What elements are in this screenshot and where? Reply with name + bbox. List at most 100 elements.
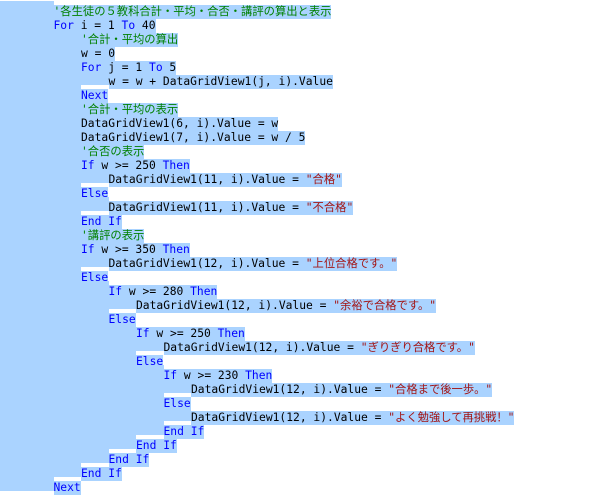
keyword-token: If (81, 243, 95, 256)
code-text: DataGridView1(12, i).Value = "上位合格です。" (108, 257, 398, 271)
string-token: "上位合格です。" (305, 257, 398, 270)
indent-selection (0, 71, 109, 85)
code-line[interactable]: DataGridView1(12, i).Value = "よく勉強して再挑戦！… (0, 407, 515, 425)
code-line[interactable]: Else (0, 351, 164, 369)
keyword-token: To (149, 61, 163, 74)
indent-selection (0, 211, 81, 225)
keyword-token: End If (81, 467, 122, 480)
keyword-token: Else (81, 187, 109, 200)
code-line[interactable]: DataGridView1(11, i).Value = "合格" (0, 169, 342, 187)
code-text: End If (136, 439, 177, 453)
code-token: DataGridView1(12, i).Value = (136, 299, 334, 312)
indent-selection (0, 29, 81, 43)
keyword-token: End If (81, 215, 122, 228)
indent-selection (0, 463, 81, 477)
keyword-token: Else (81, 271, 109, 284)
indent-selection (0, 113, 81, 127)
indent-selection (0, 169, 109, 183)
comment-token: '各生徒の５教科合計・平均・合否・講評の算出と表示 (53, 5, 332, 18)
code-line[interactable]: DataGridView1(12, i).Value = "ぎりぎり合格です。" (0, 337, 475, 355)
code-line[interactable]: End If (0, 435, 177, 453)
code-text: End If (81, 467, 122, 481)
indent-selection (0, 43, 81, 57)
code-line[interactable]: Next (0, 477, 81, 495)
code-line[interactable]: DataGridView1(6, i).Value = w (0, 113, 279, 131)
code-line[interactable]: DataGridView1(12, i).Value = "上位合格です。" (0, 253, 398, 271)
code-line[interactable]: Else (0, 183, 109, 201)
code-line[interactable]: Next (0, 85, 109, 103)
code-token: j = 1 (101, 61, 150, 74)
code-line[interactable]: '合計・平均の算出 (0, 29, 179, 47)
code-line[interactable]: DataGridView1(12, i).Value = "余裕で合格です。" (0, 295, 437, 313)
keyword-token: If (108, 285, 123, 298)
indent-selection (0, 99, 81, 113)
indent-selection (0, 421, 164, 435)
indent-selection (0, 183, 81, 197)
code-token: 40 (135, 19, 156, 32)
code-text: End If (108, 453, 150, 467)
code-line[interactable]: For i = 1 To 40 (0, 15, 156, 33)
code-line[interactable]: End If (0, 449, 150, 467)
code-line[interactable]: Else (0, 267, 109, 285)
indent-selection (0, 323, 136, 337)
code-line[interactable]: If w >= 350 Then (0, 239, 190, 257)
indent-selection (0, 477, 54, 491)
code-line[interactable]: If w >= 230 Then (0, 365, 273, 383)
code-line[interactable]: For j = 1 To 5 (0, 57, 177, 75)
indent-selection (0, 365, 164, 379)
code-text: '合計・平均の表示 (81, 103, 179, 117)
keyword-token: If (81, 159, 95, 172)
code-token: DataGridView1(12, i).Value = (163, 341, 361, 354)
indent-selection (0, 197, 109, 211)
keyword-token: To (121, 19, 136, 32)
code-line[interactable]: '合否の表示 (0, 141, 145, 159)
code-token: w >= 250 (94, 159, 163, 172)
code-token: w >= 250 (149, 327, 218, 340)
string-token: "ぎりぎり合格です。" (360, 341, 475, 354)
string-token: "余裕で合格です。" (333, 299, 437, 312)
code-line[interactable]: Else (0, 309, 136, 327)
code-line[interactable]: Else (0, 393, 191, 411)
code-line[interactable]: w = w + DataGridView1(j, i).Value (0, 71, 333, 89)
code-line[interactable]: If w >= 250 Then (0, 155, 190, 173)
code-token: 5 (162, 61, 177, 74)
code-line[interactable]: '合計・平均の表示 (0, 99, 179, 117)
code-line[interactable]: DataGridView1(11, i).Value = "不合格" (0, 197, 354, 215)
code-line[interactable]: If w >= 280 Then (0, 281, 218, 299)
indent-selection (0, 449, 109, 463)
keyword-token: Then (245, 369, 273, 382)
code-text: End If (163, 425, 205, 439)
code-text: '合否の表示 (81, 145, 145, 159)
code-line[interactable]: '講評の表示 (0, 225, 145, 243)
indent-selection (0, 155, 81, 169)
code-token: i = 1 (73, 19, 122, 32)
code-text: DataGridView1(6, i).Value = w (81, 117, 279, 131)
code-token: DataGridView1(12, i).Value = (191, 383, 389, 396)
code-line[interactable]: '各生徒の５教科合計・平均・合否・講評の算出と表示 (0, 1, 332, 19)
indent-selection (0, 351, 136, 365)
keyword-token: If (136, 327, 150, 340)
code-text: w = w + DataGridView1(j, i).Value (108, 75, 333, 89)
comment-token: '合否の表示 (81, 145, 145, 158)
code-token: w >= 230 (177, 369, 246, 382)
string-token: "よく勉強して再挑戦！" (388, 411, 515, 424)
code-text: DataGridView1(12, i).Value = "合格まで後一歩。" (191, 383, 493, 397)
code-text: '各生徒の５教科合計・平均・合否・講評の算出と表示 (53, 5, 332, 19)
code-line[interactable]: w = 0 (0, 43, 116, 61)
code-text: Next (81, 89, 109, 103)
code-token: DataGridView1(12, i).Value = (191, 411, 389, 424)
keyword-token: For (81, 61, 102, 74)
comment-token: '合計・平均の算出 (81, 33, 179, 46)
code-token: DataGridView1(11, i).Value = (108, 173, 306, 186)
code-line[interactable]: DataGridView1(7, i).Value = w / 5 (0, 127, 306, 145)
code-line[interactable]: End If (0, 211, 122, 229)
code-text: DataGridView1(11, i).Value = "合格" (108, 173, 342, 187)
code-line[interactable]: End If (0, 463, 122, 481)
keyword-token: Else (163, 397, 191, 410)
indent-selection (0, 253, 109, 267)
code-line[interactable]: If w >= 250 Then (0, 323, 245, 341)
indent-selection (0, 435, 136, 449)
code-line[interactable]: DataGridView1(12, i).Value = "合格まで後一歩。" (0, 379, 493, 397)
code-line[interactable]: End If (0, 421, 205, 439)
